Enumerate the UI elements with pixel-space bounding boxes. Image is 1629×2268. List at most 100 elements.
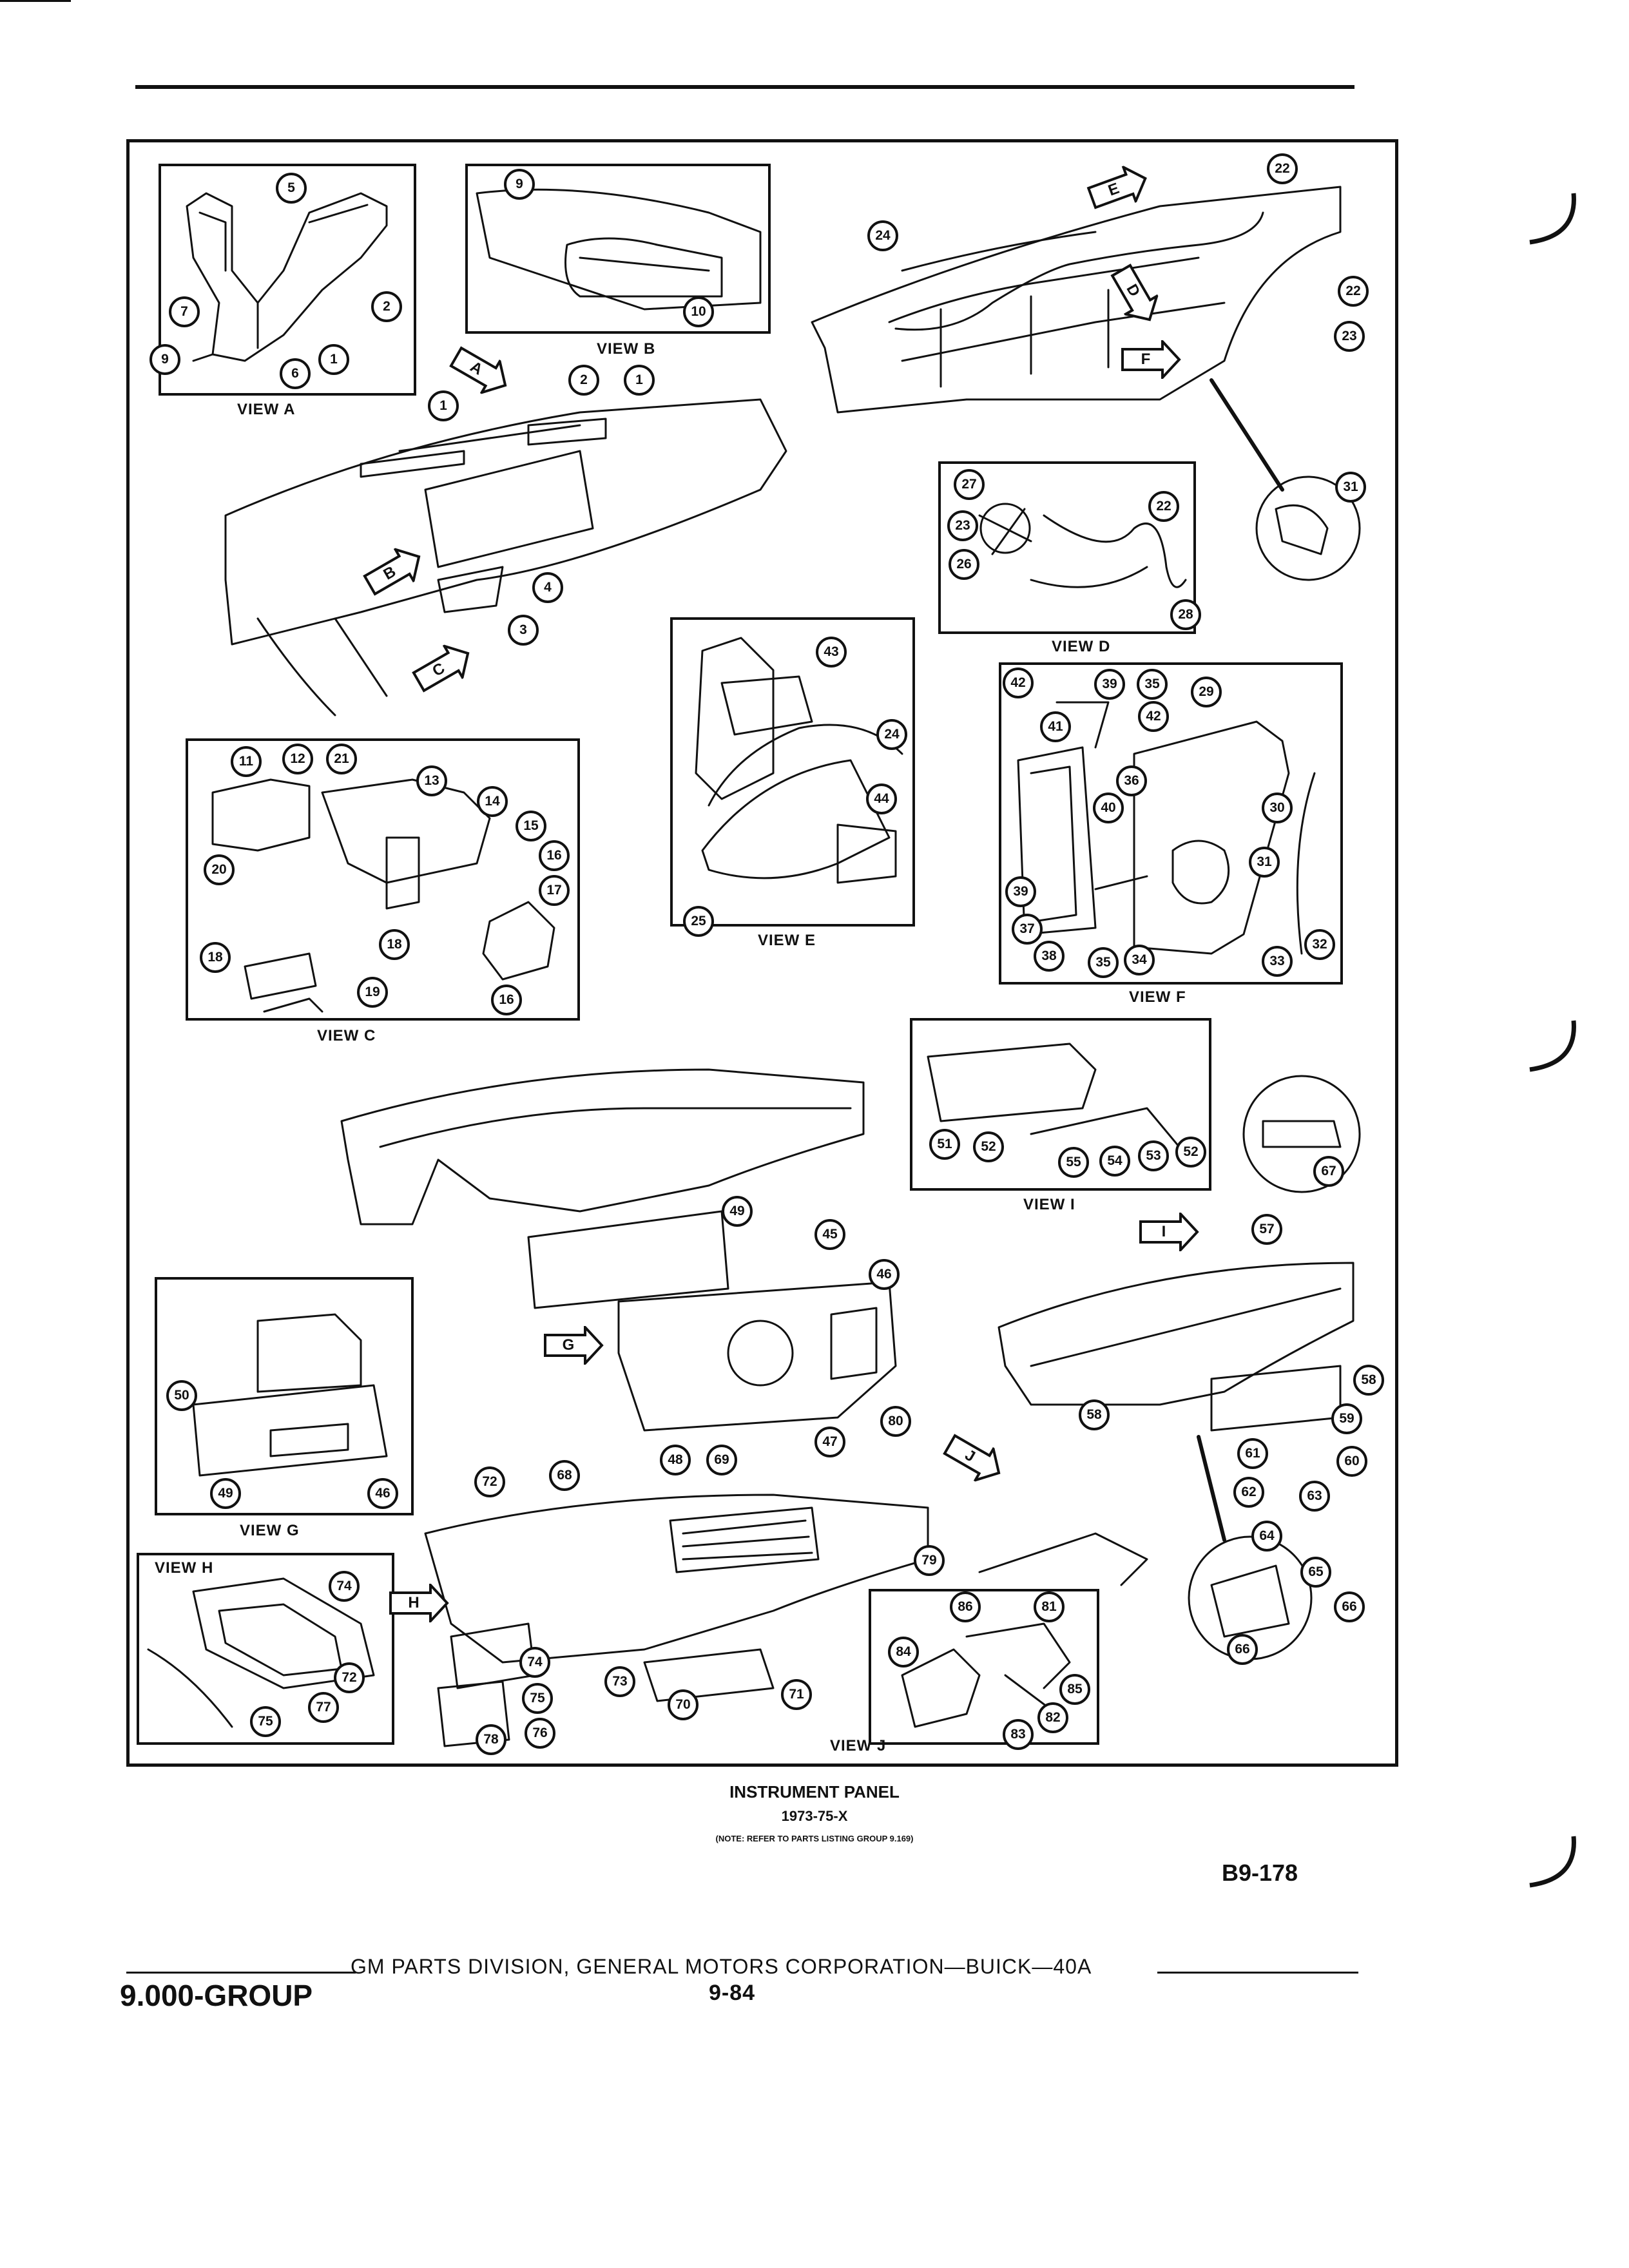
view-arrow-h: H [388,1584,450,1622]
view-arrow-h-letter: H [408,1594,419,1611]
view-g-drawing [192,1313,388,1477]
callout-69: 69 [706,1445,737,1475]
callout-50: 50 [166,1380,197,1411]
view-arrow-g-letter: G [562,1336,575,1354]
callout-9: 9 [149,344,180,375]
callout-26: 26 [949,549,979,580]
callout-45: 45 [815,1219,845,1250]
view-arrow-f: F [1120,340,1182,379]
callout-35: 35 [1137,669,1168,700]
callout-64: 64 [1251,1521,1282,1552]
callout-46: 46 [869,1259,900,1290]
callout-22: 22 [1148,491,1179,522]
callout-83: 83 [1003,1719,1034,1750]
diagram-frame [126,139,1398,1767]
callout-20: 20 [204,854,235,885]
view-i-label: VIEW I [1023,1196,1075,1213]
callout-36: 36 [1116,765,1147,796]
callout-31: 31 [1335,472,1366,503]
view-b-drawing [476,188,762,311]
callout-34: 34 [1124,945,1155,975]
callout-85: 85 [1059,1674,1090,1705]
right-dash-drawing [998,1262,1354,1660]
callout-21: 21 [326,744,357,774]
view-c-label: VIEW C [317,1027,376,1044]
view-d-label: VIEW D [1052,638,1111,655]
callout-43: 43 [816,637,847,668]
view-e-drawing [695,637,903,884]
callout-22: 22 [1338,276,1369,307]
callout-77: 77 [308,1692,339,1723]
footer-group: 9.000-GROUP [120,1979,313,2012]
callout-24: 24 [867,220,898,251]
page-code: B9-178 [1222,1860,1298,1886]
callout-23: 23 [1334,321,1365,352]
view-arrow-i: I [1138,1213,1200,1251]
left-dash-drawing [224,398,787,716]
callout-57: 57 [1251,1214,1282,1245]
view-arrow-j: J [938,1427,1010,1491]
callout-66: 66 [1334,1591,1365,1622]
callout-49: 49 [210,1478,241,1509]
top-corner-rule [0,0,71,2]
callout-51: 51 [929,1129,960,1160]
binder-hook-mark [1529,193,1576,245]
callout-75: 75 [522,1683,553,1714]
callout-66: 66 [1227,1634,1258,1665]
callout-18: 18 [200,942,231,973]
callout-16: 16 [539,840,570,871]
callout-68: 68 [549,1460,580,1491]
callout-73: 73 [604,1666,635,1697]
upper-dash-drawing [811,186,1361,581]
callout-54: 54 [1099,1146,1130,1177]
callout-67: 67 [1313,1156,1344,1187]
callout-65: 65 [1300,1557,1331,1588]
callout-79: 79 [914,1545,945,1576]
callout-7: 7 [169,296,200,327]
binder-hook-mark [1529,1020,1576,1072]
callout-46: 46 [367,1478,398,1509]
footer-rule-right [1157,1972,1358,1974]
callout-84: 84 [888,1637,919,1667]
view-arrow-b: B [358,539,430,603]
callout-4: 4 [532,572,563,603]
callout-14: 14 [477,786,508,817]
diagram-subtitle: 1973-75-X [781,1808,848,1824]
view-d-box [938,461,1196,634]
callout-12: 12 [282,744,313,774]
callout-55: 55 [1058,1147,1089,1178]
callout-42: 42 [1138,701,1169,732]
callout-70: 70 [668,1689,699,1720]
callout-58: 58 [1079,1399,1110,1430]
footer-division: GM PARTS DIVISION, GENERAL MOTORS CORPOR… [351,1955,1092,1978]
callout-23: 23 [947,510,978,541]
callout-1: 1 [318,344,349,375]
callout-53: 53 [1138,1140,1169,1171]
view-c-drawing [211,778,555,1013]
callout-81: 81 [1034,1591,1065,1622]
callout-28: 28 [1170,599,1201,630]
callout-2: 2 [568,365,599,396]
callout-44: 44 [866,783,897,814]
callout-59: 59 [1331,1403,1362,1434]
view-a-duct-drawing [186,192,388,362]
binder-hook-mark [1529,1836,1576,1888]
callout-15: 15 [516,811,546,841]
diagram-note: (NOTE: REFER TO PARTS LISTING GROUP 9.16… [715,1834,914,1843]
callout-10: 10 [683,296,714,327]
callout-61: 61 [1237,1438,1268,1469]
callout-74: 74 [519,1647,550,1678]
callout-29: 29 [1191,677,1222,707]
callout-49: 49 [722,1196,753,1227]
callout-52: 52 [1175,1137,1206,1168]
callout-71: 71 [781,1679,812,1710]
callout-1: 1 [428,390,459,421]
header-rule [135,85,1354,89]
callout-58: 58 [1353,1365,1384,1396]
callout-11: 11 [231,746,262,777]
callout-42: 42 [1003,668,1034,698]
callout-38: 38 [1034,941,1065,972]
callout-48: 48 [660,1445,691,1475]
callout-27: 27 [954,469,985,500]
